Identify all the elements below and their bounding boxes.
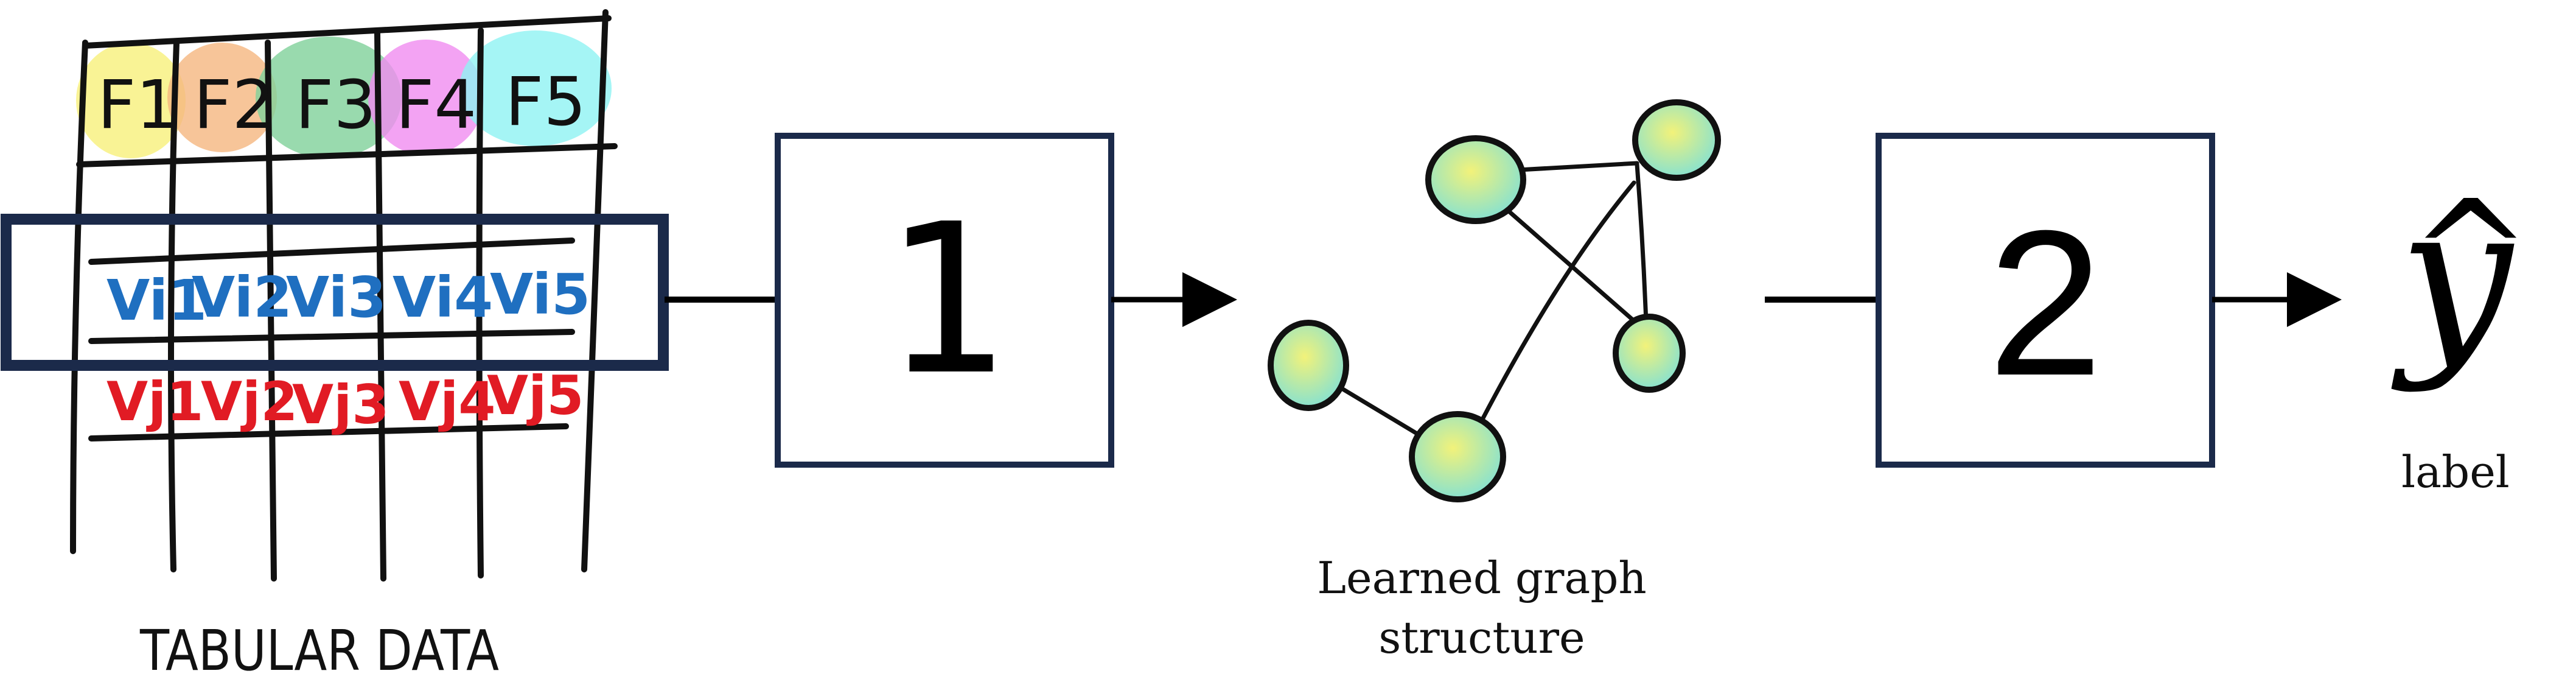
tabular-data-sketch: F1 F2 F3 F4 F5 Vi1 Vi2 Vi3 Vi4 Vi5 Vj1 V…	[1, 9, 669, 683]
table-grid	[70, 9, 618, 582]
learned-graph	[1268, 99, 1721, 502]
y-hat-symbol: y	[2389, 161, 2515, 395]
row-j-cell-3: Vj3	[292, 373, 389, 436]
row-j-cell-4: Vj4	[399, 370, 496, 433]
feature-blob-f1	[76, 43, 186, 158]
step2-frame	[1876, 133, 2215, 468]
graph-caption-line1: Learned graph	[1317, 552, 1647, 603]
row-i-cell-5: Vi5	[490, 262, 590, 327]
feature-label-f4: F4	[396, 66, 476, 144]
step2-box: 2	[1876, 133, 2215, 468]
graph-node	[1268, 320, 1349, 411]
feature-blob-f3	[256, 37, 402, 158]
graph-node	[1632, 99, 1721, 181]
tabular-data-caption: TABULAR DATA	[139, 618, 499, 683]
row-j-cell-2: Vj2	[201, 370, 298, 433]
row-i-cell-2: Vi2	[192, 265, 292, 330]
hat-accent: ^	[2409, 169, 2532, 339]
row-j-cell-1: Vj1	[106, 370, 204, 433]
row-i-cell-1: Vi1	[106, 268, 207, 333]
feature-label-f2: F2	[194, 66, 274, 144]
feature-label-f1: F1	[97, 66, 178, 144]
graph-node	[1409, 411, 1506, 502]
step1-label: 1	[882, 180, 1007, 421]
row-i-values: Vi1 Vi2 Vi3 Vi4 Vi5	[106, 262, 590, 333]
graph-caption: Learned graph structure	[1266, 548, 1698, 667]
graph-edge	[1495, 199, 1646, 331]
graph-nodes	[1268, 99, 1721, 502]
row-j-cell-5: Vj5	[487, 364, 584, 427]
row-i-cell-4: Vi4	[393, 265, 493, 330]
graph-node	[1425, 135, 1526, 224]
graph-caption-line2: structure	[1378, 612, 1585, 663]
feature-blobs	[76, 30, 612, 158]
step1-box: 1	[775, 133, 1114, 468]
row-i-cell-3: Vi3	[286, 265, 386, 330]
predicted-label: y ^	[2389, 161, 2532, 395]
row-highlight-box	[1, 214, 669, 371]
feature-label-f5: F5	[505, 63, 586, 141]
graph-edge	[1476, 180, 1636, 429]
feature-label-f3: F3	[295, 66, 376, 144]
step2-label: 2	[1988, 188, 2103, 419]
label-caption: label	[2401, 446, 2510, 498]
graph-node	[1613, 314, 1686, 393]
feature-labels: F1 F2 F3 F4 F5	[97, 63, 586, 144]
step1-frame	[775, 133, 1114, 468]
graph-edge	[1635, 162, 1649, 325]
row-j-values: Vj1 Vj2 Vj3 Vj4 Vj5	[106, 364, 584, 436]
feature-blob-f5	[459, 30, 612, 146]
feature-blob-f2	[167, 43, 277, 152]
feature-blob-f4	[368, 40, 484, 155]
